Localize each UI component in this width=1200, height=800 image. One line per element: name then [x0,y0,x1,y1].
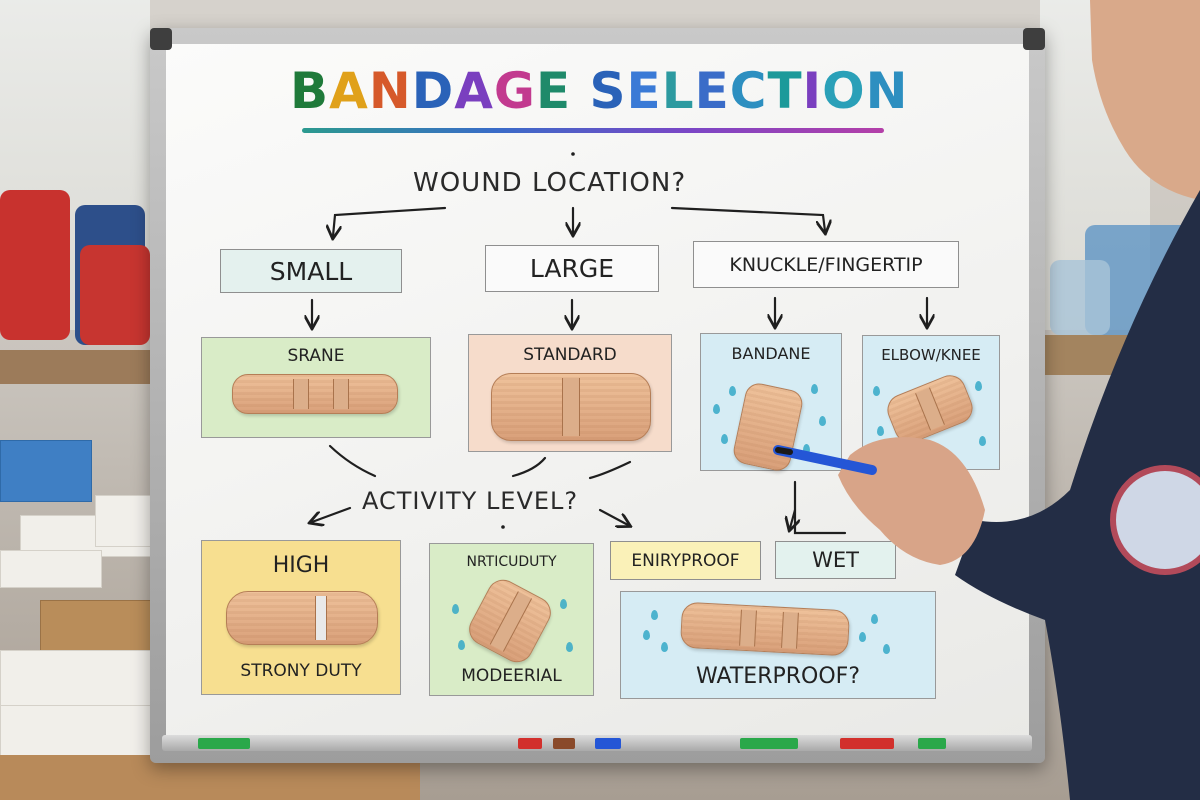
arrow-down-wet [790,508,795,528]
title-letter: G [493,62,536,120]
supply-box [95,495,152,547]
card-high-label: HIGH [272,553,330,578]
card-srand[interactable]: SRANE [201,337,431,438]
frame-corner [150,28,172,50]
location-large[interactable]: LARGE [485,245,659,292]
bowtie-bandage-icon [491,373,651,441]
line-to-wet [793,480,847,535]
green-marker-icon[interactable] [198,738,250,749]
card-medium[interactable]: NRTICUDUTY MODEERIAL [429,543,594,696]
diagram-title: BANDAGE SELECTION [290,62,908,126]
title-letter: C [729,62,768,120]
card-srand-label: SRANE [287,346,345,366]
option-wet[interactable]: WET [775,541,896,579]
cardboard-box-icon [40,600,152,657]
location-knuckle[interactable]: KNUCKLE/FINGERTIP [693,241,959,288]
brown-marker-icon[interactable] [553,738,575,749]
red-marker-icon[interactable] [840,738,894,749]
card-elbow-knee[interactable]: ELBOW/KNEE [862,335,1000,470]
red-case-icon [80,245,150,345]
activity-level-question: ACTIVITY LEVEL? [362,487,579,515]
title-letter: S [589,62,627,120]
red-bag-icon [0,190,70,340]
supply-box [0,550,102,588]
title-letter: A [454,62,494,120]
frame-corner [1023,28,1045,50]
arrow-to-knuckle [670,206,825,231]
curve-mid [511,456,547,478]
title-letter: B [290,62,330,120]
arrow-to-high [312,506,352,522]
card-high[interactable]: HIGH STRONY DUTY [201,540,401,695]
medical-box [0,705,167,757]
blue-marker-icon[interactable] [595,738,621,749]
title-underline [302,128,884,133]
card-standard-label: STANDARD [523,345,617,365]
card-medium-sublabel: MODEERIAL [461,666,562,686]
shelf-left [0,350,170,384]
curve-left [328,444,377,478]
card-high-sublabel: STRONY DUTY [240,661,362,681]
card-bandane-label: BANDANE [731,344,811,363]
title-letter: E [535,62,572,120]
green-marker-icon[interactable] [918,738,946,749]
title-letter: I [802,62,823,120]
title-letter: N [865,62,909,120]
arrow-to-enirproof [598,508,628,525]
strip-bandage-icon [232,374,398,414]
card-bandane[interactable]: BANDANE [700,333,842,474]
title-letter: E [694,62,730,120]
title-letter: D [411,62,455,120]
title-letter: N [368,62,412,120]
waterproof-bandage-icon [679,601,851,657]
option-enirproof[interactable]: ENIRYPROOF [610,541,761,580]
medium-bandage-icon [463,574,557,668]
blue-box-icon [0,440,92,502]
green-marker-icon[interactable] [740,738,798,749]
card-standard[interactable]: STANDARD [468,334,672,452]
knee-bandage-icon [882,370,978,448]
red-marker-icon[interactable] [518,738,542,749]
card-waterproof[interactable]: WATERPROOF? [620,591,936,699]
title-letter: L [661,62,695,120]
wound-location-question: WOUND LOCATION? [413,168,687,198]
card-waterproof-label: WATERPROOF? [695,664,861,689]
title-letter: E [626,62,662,120]
card-elbow-knee-label: ELBOW/KNEE [881,346,981,364]
arrow-to-small [333,206,447,236]
title-letter: T [767,62,803,120]
heavy-duty-bandage-icon [226,591,378,645]
finger-bandage-icon [731,380,805,474]
location-small[interactable]: SMALL [220,249,402,293]
title-letter: O [822,62,866,120]
card-medium-label: NRTICUDUTY [466,554,557,570]
title-letter: A [329,62,369,120]
curve-right [588,460,632,480]
